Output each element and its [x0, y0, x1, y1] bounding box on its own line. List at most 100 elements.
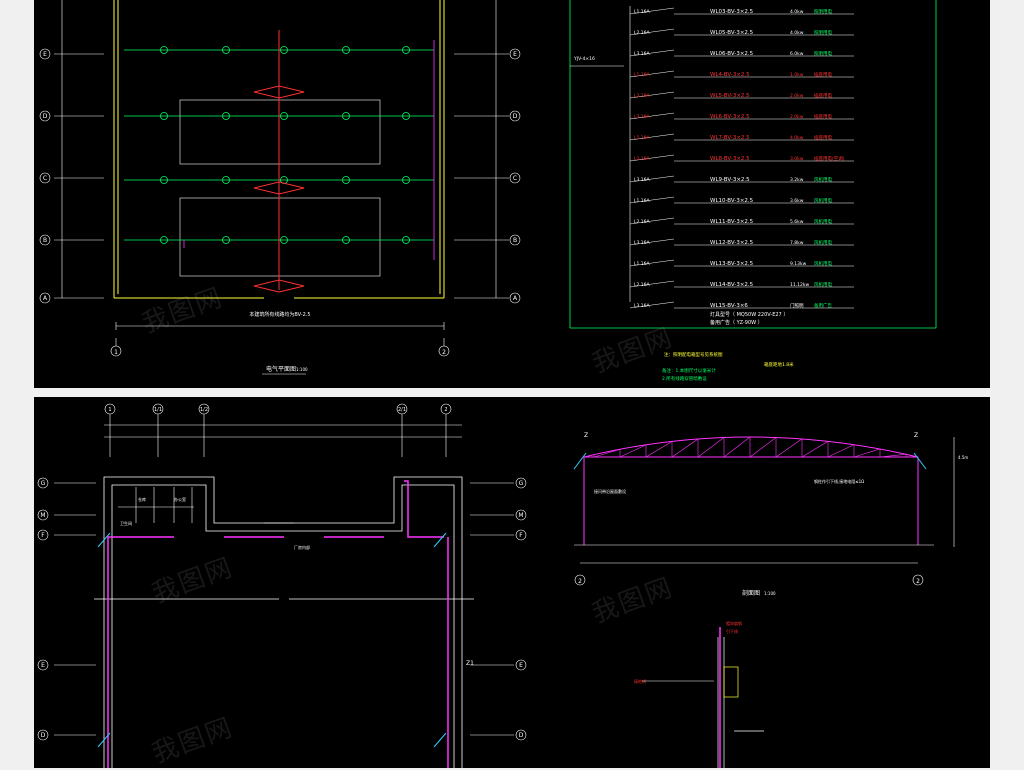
- schedule-footer-2: 备用广告（ YZ-90W ）: [710, 319, 763, 326]
- schedule-circuit: WL06-BV-3×2.5: [710, 51, 754, 57]
- schedule-load: 5.6kw: [790, 219, 804, 225]
- top-drawing-panel: 1 2 本建筑所有线路均为BV-2.5 电气平面图 1:100 YJV-4×16…: [34, 0, 990, 388]
- schedule-circuit: WL5-BV-3×2.5: [710, 93, 750, 99]
- schedule-breaker: L2 16A: [634, 93, 651, 99]
- row-bubble-G: G: [519, 480, 524, 487]
- schedule-breaker: L3 16A: [634, 51, 651, 57]
- roof-truss: [583, 436, 919, 545]
- bottom-drawing-panel: 卫生间 仓库 办公室 厂房内部 Z1 Z Z 2 2 接闪带沿屋面敷设 钢柱作引…: [34, 397, 990, 768]
- schedule-use: 插座用电: [814, 113, 832, 120]
- schedule-use: 照明用电: [814, 29, 832, 36]
- section-z-right: Z: [914, 432, 918, 439]
- light-fixture-icon: [222, 112, 230, 120]
- section-z-left: Z: [584, 432, 588, 439]
- legend-line-2: 箱底距地1.8米: [764, 361, 794, 368]
- schedule-use: 插座用电: [814, 71, 832, 78]
- row-bubble-C: C: [513, 175, 517, 182]
- z1-marker: Z1: [466, 660, 474, 667]
- col-bubble-1: 1: [108, 407, 111, 413]
- light-fixture-icon: [342, 176, 350, 184]
- row-bubble-G: G: [41, 480, 46, 487]
- light-fixture-icon: [342, 236, 350, 244]
- schedule-use: 插座用电: [814, 92, 832, 99]
- grounding-detail: [717, 637, 764, 768]
- schedule-load: 9.13kw: [790, 261, 807, 267]
- ground-plan-walls: [94, 476, 474, 768]
- light-fixture-icon: [160, 112, 168, 120]
- row-bubble-M: M: [518, 512, 523, 519]
- light-fixture-icon: [402, 46, 410, 54]
- row-bubble-A: A: [513, 295, 518, 302]
- schedule-load: 2.0kw: [790, 114, 804, 120]
- section-col-left: 2: [578, 578, 582, 585]
- schedule-breaker: L2 16A: [634, 156, 651, 162]
- col-bubble-2/1: 2/1: [398, 407, 406, 413]
- col-bubble-1/1: 1/1: [154, 407, 162, 413]
- schedule-breaker: L3 16A: [634, 303, 651, 309]
- room-label-washroom: 卫生间: [120, 520, 132, 526]
- col-bubble-1: 1: [114, 349, 118, 356]
- schedule-breaker: L3 16A: [634, 240, 651, 246]
- col-bubble-2: 2: [442, 349, 446, 356]
- incoming-cable: YJV-4×16: [573, 56, 595, 62]
- section-scale: 1:100: [764, 591, 776, 596]
- electrical-plan-svg: 1 2 本建筑所有线路均为BV-2.5 电气平面图 1:100 YJV-4×16…: [39, 0, 937, 382]
- light-fixture-icon: [280, 236, 288, 244]
- schedule-circuit: WL8-BV-3×2.5: [710, 156, 750, 162]
- schedule-use: 风机用电: [814, 239, 832, 246]
- schedule-circuit: WL03-BV-3×2.5: [710, 9, 754, 15]
- schedule-breaker: L2 16A: [634, 219, 651, 225]
- light-fixture-icon: [222, 236, 230, 244]
- schedule-breaker: L3 16A: [634, 114, 651, 120]
- schedule-circuit: WL9-BV-3×2.5: [710, 177, 750, 183]
- row-bubble-A: A: [43, 295, 48, 302]
- schedule-load: 3.0kw: [790, 156, 804, 162]
- schedule-circuit: WL12-BV-3×2.5: [710, 240, 754, 246]
- row-bubble-E: E: [43, 51, 47, 58]
- schedule-footer-1: 灯具型号（ MQ50W 220V-E27 ）: [710, 311, 788, 318]
- schedule-load: 3.2kw: [790, 177, 804, 183]
- section-note-right: 钢柱作引下线,接地电阻≤1Ω: [814, 478, 864, 484]
- schedule-circuit: WL15-BV-3×6: [710, 303, 748, 309]
- schedule-use: 备用广告: [814, 302, 832, 309]
- schedule-load: 4.0kw: [790, 9, 804, 15]
- legend-line-3: 备注：1.本图尺寸以毫米计: [662, 367, 716, 374]
- schedule-breaker: L3 16A: [634, 177, 651, 183]
- plan-and-section-svg: 卫生间 仓库 办公室 厂房内部 Z1 Z Z 2 2 接闪带沿屋面敷设 钢柱作引…: [37, 403, 968, 768]
- schedule-load: 4.0kw: [790, 135, 804, 141]
- schedule-circuit: WL05-BV-3×2.5: [710, 30, 754, 36]
- schedule-frame: [569, 0, 937, 329]
- schedule-load: 11.12kw: [790, 282, 809, 288]
- schedule-load: 4.0kw: [790, 30, 804, 36]
- light-fixture-icon: [402, 176, 410, 184]
- schedule-load: 1.0kw: [790, 72, 804, 78]
- row-bubble-B: B: [513, 237, 517, 244]
- row-bubble-E: E: [519, 662, 523, 669]
- plan-scale: 1:100: [296, 367, 308, 372]
- schedule-breaker: L1 16A: [634, 261, 651, 267]
- schedule-breaker: L1 16A: [634, 72, 651, 78]
- schedule-use: 风机用电: [814, 260, 832, 267]
- light-fixture-icon: [160, 46, 168, 54]
- schedule-circuit: WL10-BV-3×2.5: [710, 198, 754, 204]
- detail-label-3: 接地线: [634, 678, 646, 684]
- schedule-load: 6.0kw: [790, 51, 804, 57]
- schedule-circuit: WL13-BV-3×2.5: [710, 261, 754, 267]
- schedule-use: 插座用电(空调): [814, 155, 845, 162]
- room-label-office: 办公室: [174, 496, 186, 502]
- legend-line-1: 注：照明配电箱型号见系统图: [664, 351, 723, 358]
- row-bubble-E: E: [41, 662, 45, 669]
- col-bubble-1/2: 1/2: [200, 407, 208, 413]
- row-bubble-D: D: [519, 732, 524, 739]
- row-bubble-E: E: [513, 51, 517, 58]
- row-bubble-F: F: [41, 532, 45, 539]
- section-elevation: 4.5m: [958, 455, 968, 460]
- legend-line-4: 2.所有线路穿管暗敷设: [662, 375, 707, 382]
- schedule-use: 照明用电: [814, 8, 832, 15]
- light-fixture-icon: [402, 236, 410, 244]
- row-bubble-D: D: [43, 113, 48, 120]
- row-bubble-D: D: [41, 732, 46, 739]
- schedule-load: 2.0kw: [790, 93, 804, 99]
- schedule-load: 3.6kw: [790, 198, 804, 204]
- room-label-hall: 厂房内部: [294, 544, 310, 550]
